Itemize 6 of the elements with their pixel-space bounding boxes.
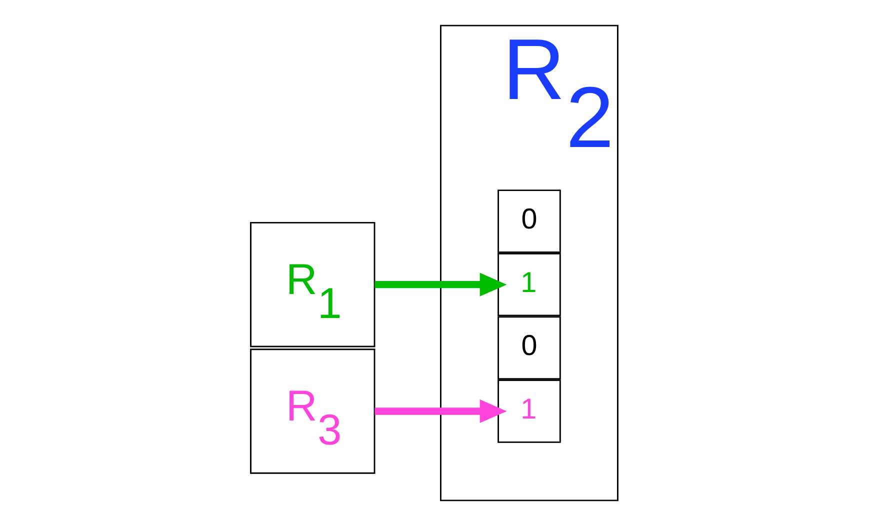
node-box: 1 <box>497 380 560 443</box>
node-box: 0 <box>497 316 560 380</box>
arrow <box>374 272 506 296</box>
node-box: 1 <box>497 252 560 316</box>
arrow <box>374 399 506 424</box>
node-box: 0 <box>497 190 560 253</box>
